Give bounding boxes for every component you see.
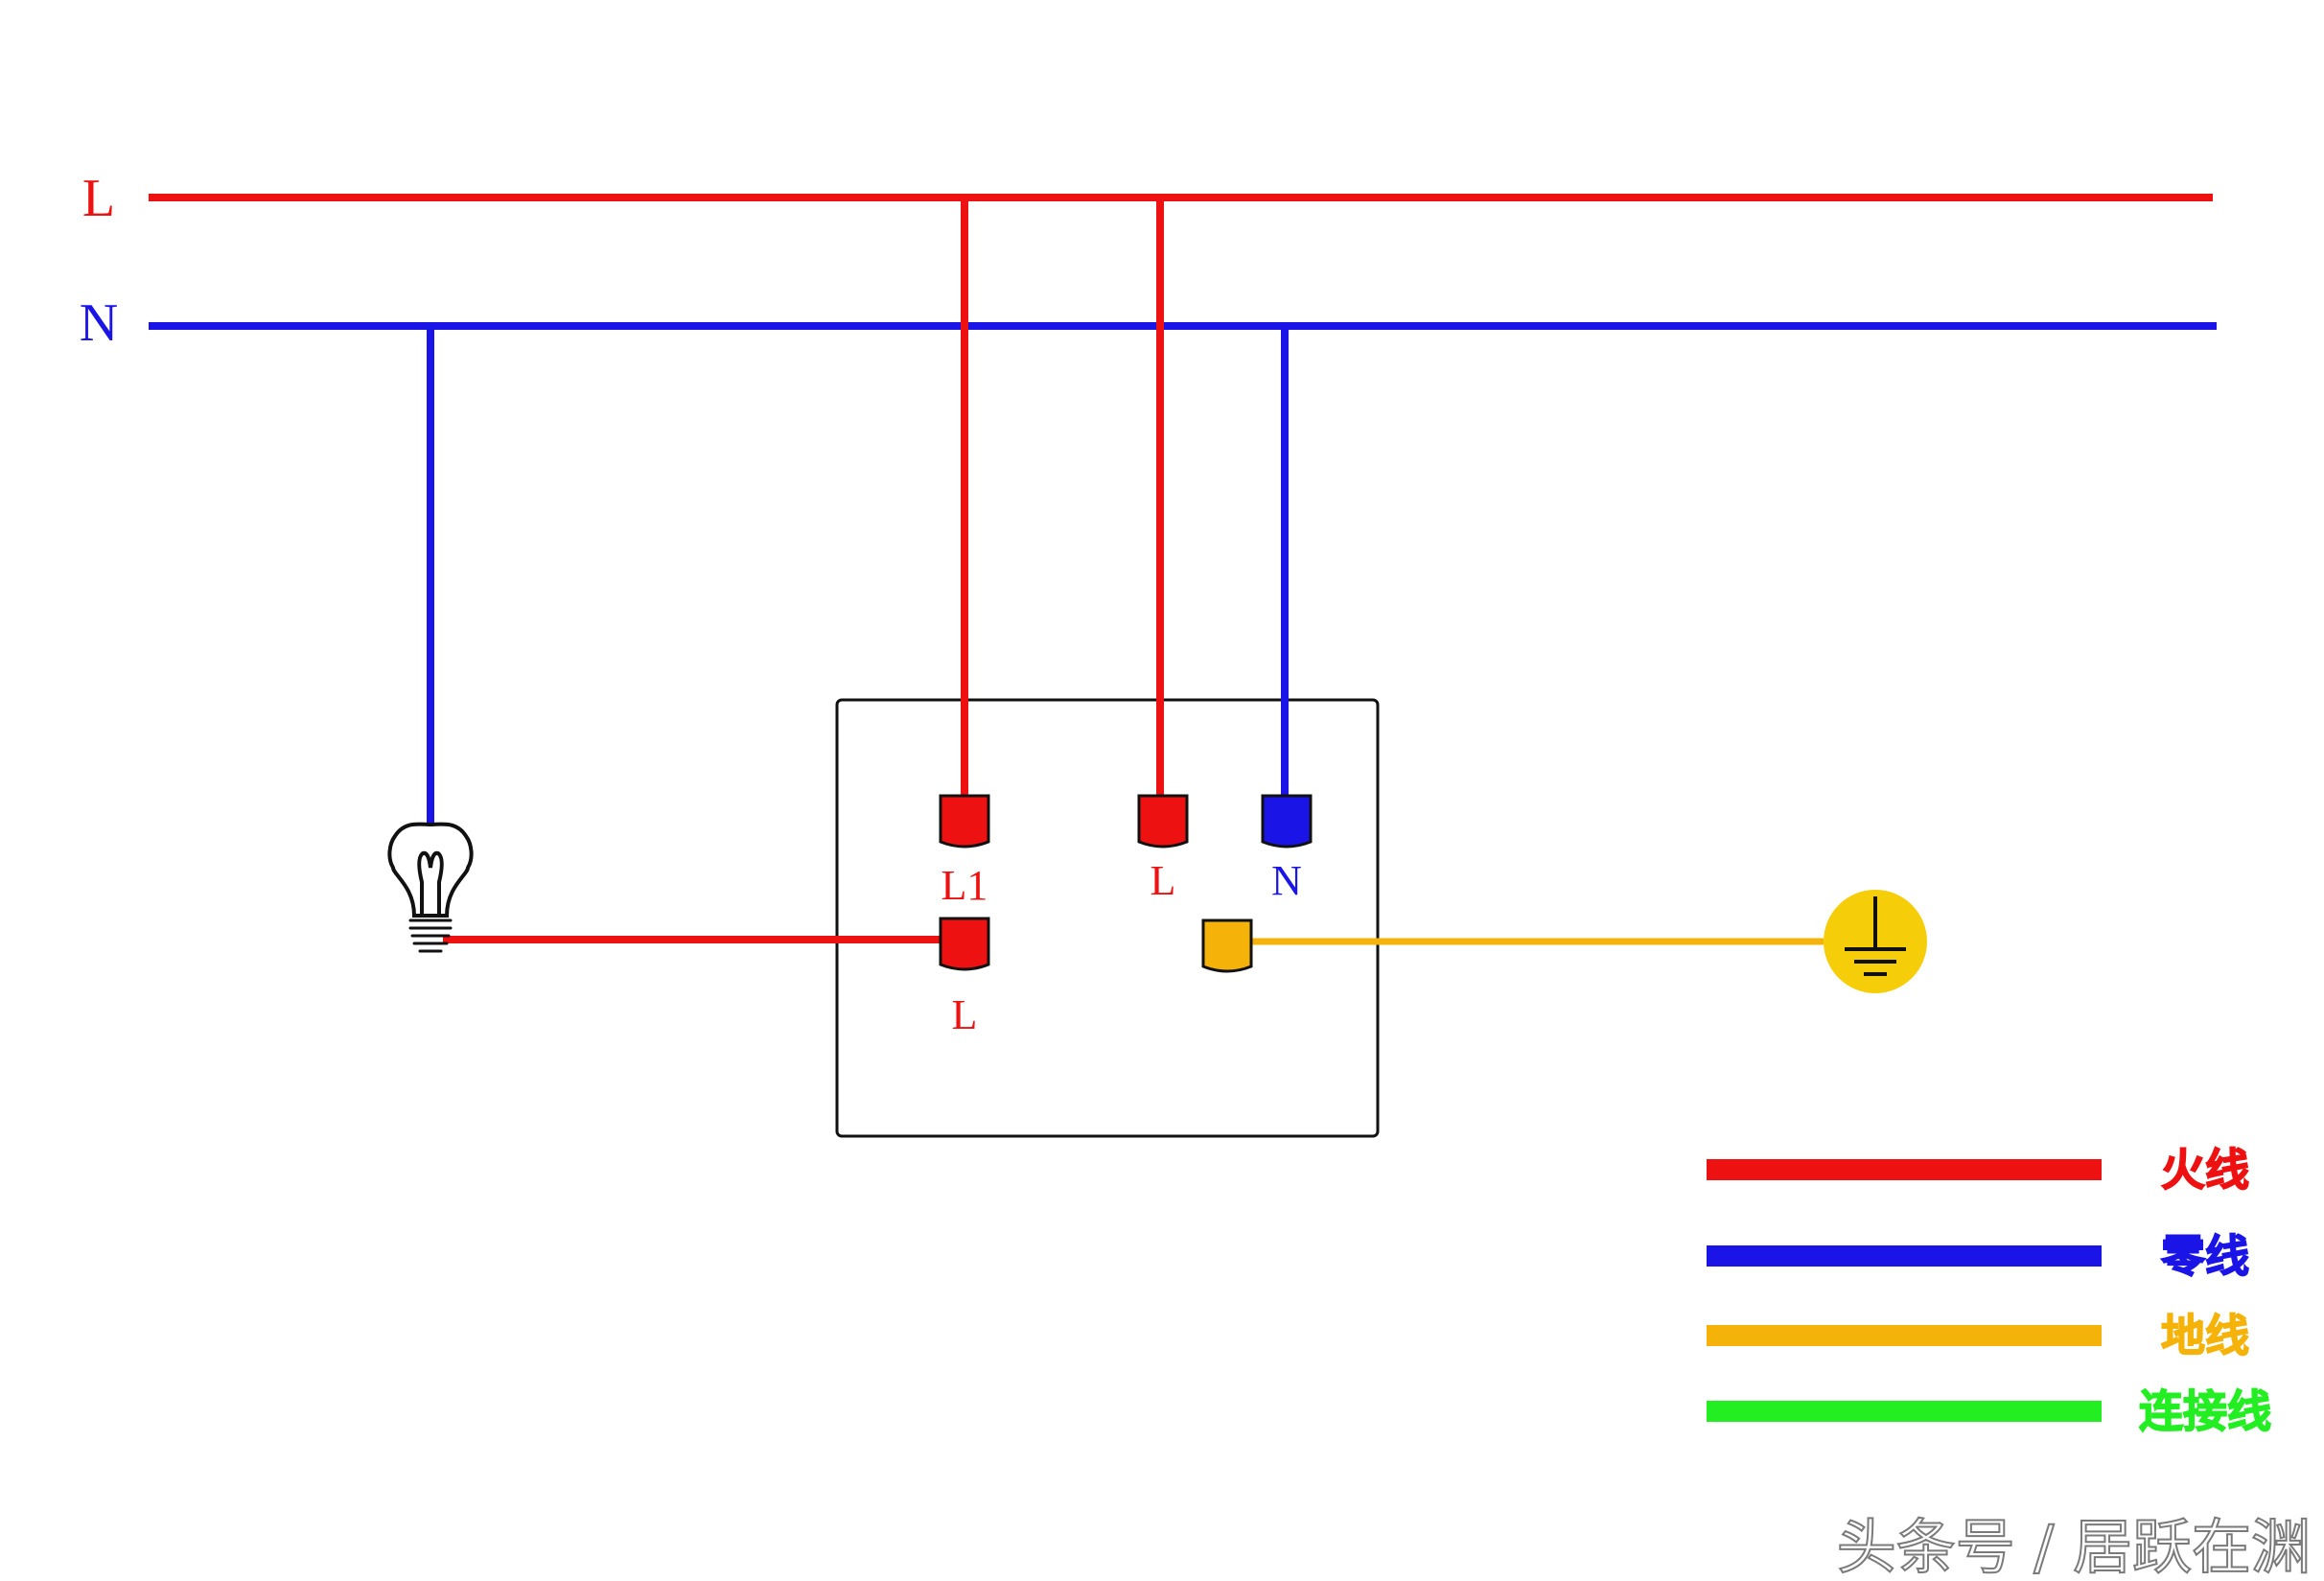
earth-ground-icon [1824,890,1927,993]
legend-swatch [1707,1245,2102,1267]
live-bus-label: L [82,169,115,228]
terminal-l1-block [939,794,990,849]
legend-label: 零线 [2161,1230,2249,1282]
terminal-l-top-label: L [1150,857,1176,904]
terminal-n-block [1261,794,1313,849]
terminal-n-label: N [1271,857,1302,904]
legend-label: 地线 [2161,1310,2249,1361]
light-bulb-icon [387,822,474,953]
legend-label: 连接线 [2139,1385,2271,1437]
legend-swatch [1707,1325,2102,1346]
watermark: 头条号 / 居跃在渊 [1837,1512,2311,1581]
legend-swatch [1707,1159,2102,1180]
terminal-l-bottom-label: L [952,991,978,1038]
neutral-bus-label: N [80,293,118,353]
terminal-l-top-block [1137,794,1189,849]
terminal-l-bottom-block [939,917,990,971]
switch-box [835,698,1380,1138]
legend-swatch [1707,1401,2102,1422]
terminal-earth-block [1201,918,1253,973]
terminal-l1-label: L1 [941,862,988,909]
legend-label: 火线 [2161,1144,2249,1196]
